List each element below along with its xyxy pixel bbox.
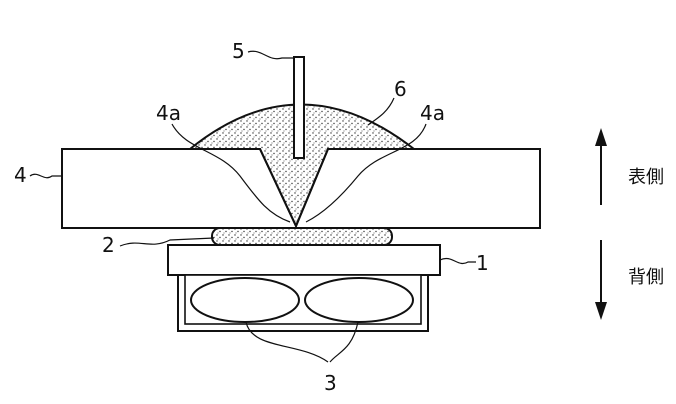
arrow-up-head	[595, 128, 607, 146]
solder-layer-2	[211, 227, 393, 246]
component-3-left	[190, 277, 300, 323]
label-4a-right: 4a	[420, 101, 445, 125]
label-5: 5	[232, 39, 245, 63]
label-2: 2	[102, 233, 115, 257]
component-3-right	[304, 277, 414, 323]
leader-5	[247, 50, 294, 60]
label-3: 3	[324, 371, 337, 395]
arrow-down-head	[595, 302, 607, 320]
label-front-side: 表側	[628, 167, 664, 188]
label-6: 6	[394, 77, 407, 101]
leader-4	[29, 173, 62, 179]
label-4: 4	[14, 163, 27, 187]
plate-1	[167, 244, 441, 276]
label-back-side: 背側	[628, 267, 664, 288]
lead-pin-5	[293, 56, 305, 159]
leader-3-left	[245, 321, 329, 363]
leader-1	[439, 258, 476, 264]
label-1: 1	[476, 251, 489, 275]
leader-4a-right	[305, 123, 427, 223]
leader-2	[119, 237, 215, 247]
label-4a-left: 4a	[156, 101, 181, 125]
leader-6	[367, 97, 395, 126]
leader-4a-left	[171, 123, 291, 223]
leader-3-right	[329, 321, 359, 363]
